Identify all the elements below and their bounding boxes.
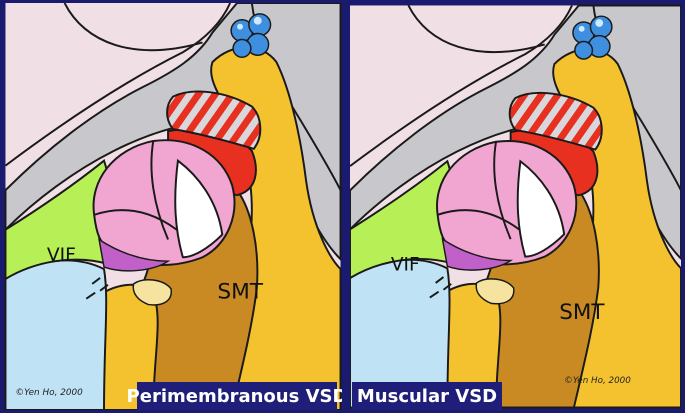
caption-muscular: Muscular VSD — [357, 386, 497, 407]
caption-perimembranous: Perimembranous VSD — [127, 386, 348, 407]
label-smt: SMT — [217, 280, 263, 305]
panel-muscular: VIF SMT ©Yen Ho, 2000 Muscular VSD — [350, 5, 681, 410]
copyright-text: ©Yen Ho, 2000 — [564, 376, 631, 386]
panel-divider — [342, 0, 350, 413]
label-vif: VIF — [391, 254, 420, 275]
label-vif: VIF — [47, 245, 76, 266]
panel-perimembranous: VIF SMT ©Yen Ho, 2000 Perimembranous VSD — [5, 3, 347, 410]
label-smt: SMT — [559, 300, 605, 325]
copyright-text: ©Yen Ho, 2000 — [15, 388, 83, 398]
